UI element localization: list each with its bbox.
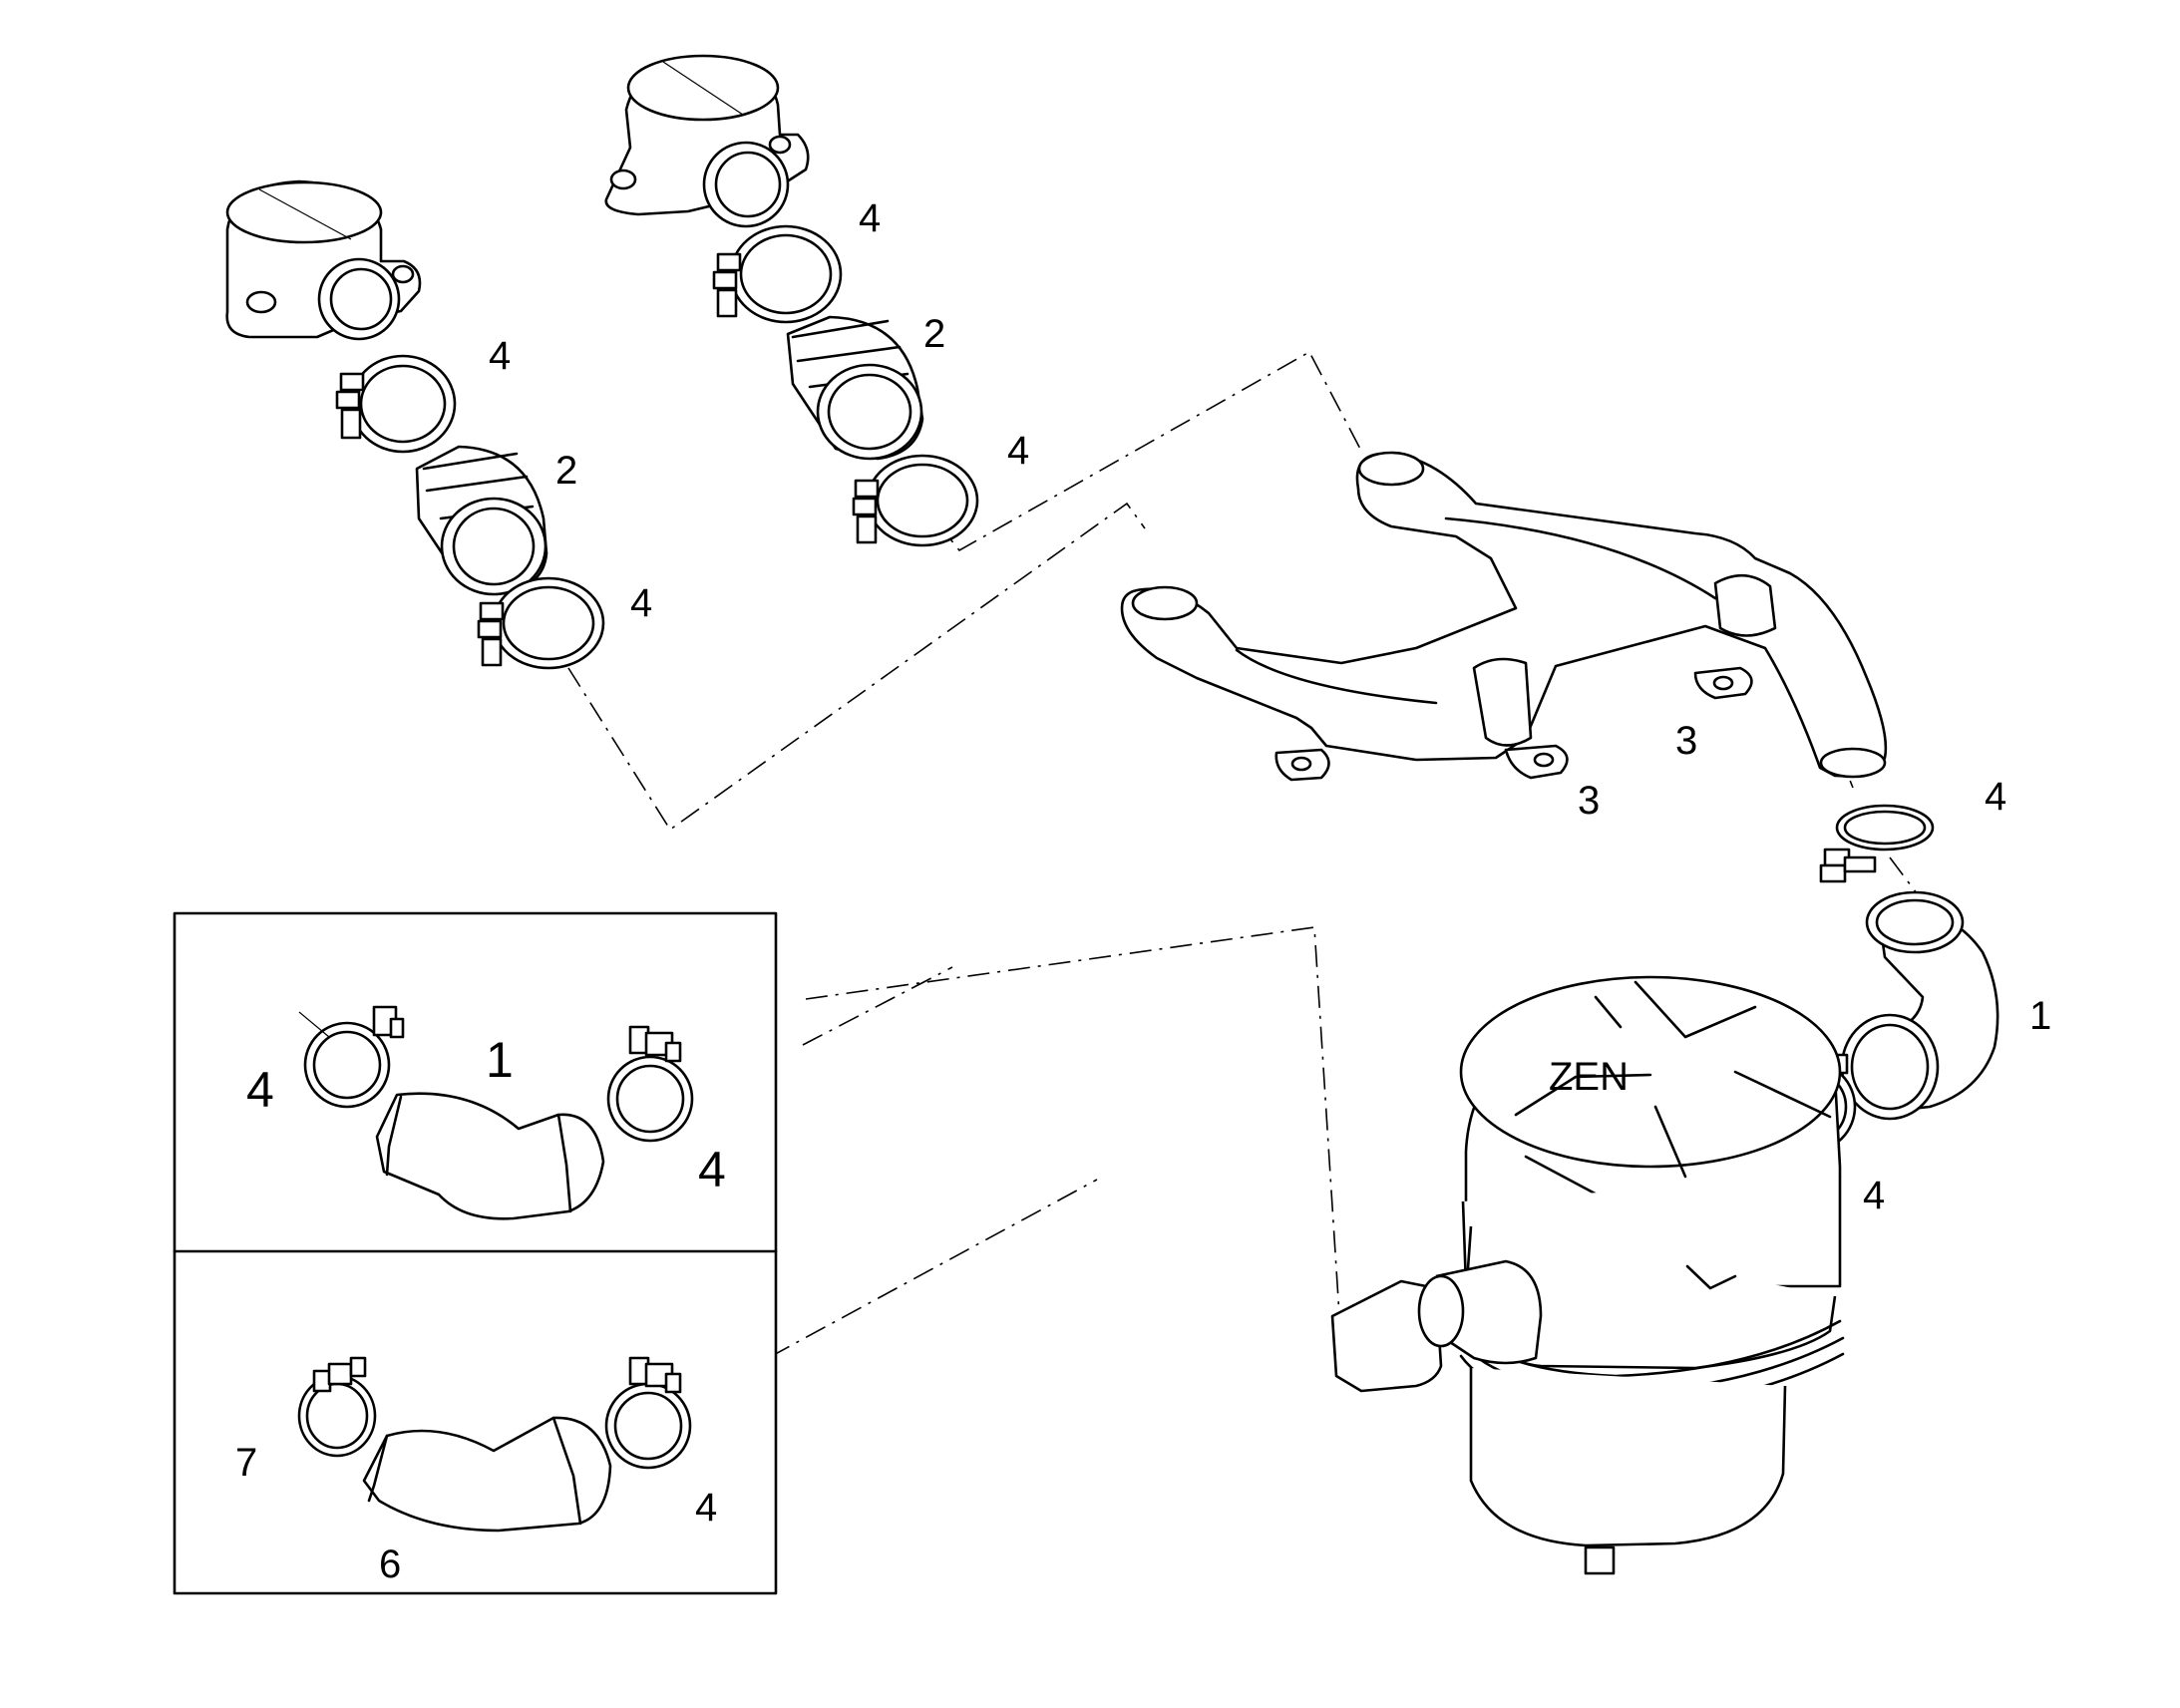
callouts: 4 4 2 4 2 4 4 3 3 4 1 4 1 4 4 7 6 (235, 196, 2051, 1586)
callout-inset-clamp-lower-right: 4 (695, 1486, 717, 1530)
callout-bracket-left: 3 (1578, 779, 1600, 823)
hose-clamp-right-upper (1819, 804, 1935, 883)
inset-hose-clamp-lower-right (604, 1356, 692, 1470)
callout-clamp-left-lower: 4 (630, 581, 652, 625)
inset-hose-clamp-lower-left (297, 1356, 377, 1458)
callout-clamp-right-upper: 4 (1985, 775, 2006, 819)
callout-clamp-mid-lower: 4 (1007, 429, 1029, 473)
air-filter-housing: ZEN (1330, 975, 1845, 1575)
callout-clamp-left-upper: 4 (489, 334, 511, 378)
callout-inset-clamp-upper-left: 4 (246, 1062, 274, 1118)
hose-clamp-left-lower (477, 576, 605, 670)
inset-elbow-hose-upper (375, 1092, 605, 1220)
callout-bracket-right: 3 (1675, 719, 1697, 763)
inset-hose-clamp-upper-left (298, 1005, 405, 1109)
hose-clamp-mid-lower (852, 454, 979, 547)
callout-sleeve-left: 2 (555, 449, 577, 493)
elbow-hose-right (1840, 890, 1999, 1121)
coupling-sleeve-left (415, 445, 548, 596)
coupling-sleeve-mid (786, 315, 924, 461)
callout-inset-clamp-upper-right: 4 (698, 1142, 726, 1197)
callout-clamp-mid-upper: 4 (859, 196, 881, 240)
y-pipe-intake (1120, 451, 1888, 782)
callout-inset-clamp-lower-left: 7 (235, 1441, 257, 1485)
hose-clamp-left-upper (335, 354, 457, 454)
filter-marking: ZEN (1549, 1055, 1629, 1099)
callout-inset-elbow-lower: 6 (379, 1542, 401, 1586)
callout-clamp-right-lower: 4 (1863, 1174, 1885, 1217)
callout-inset-elbow-upper: 1 (486, 1032, 514, 1088)
callout-sleeve-mid: 2 (923, 312, 945, 356)
inset-hose-clamp-upper-right (606, 1025, 694, 1143)
turbo-outlet-left (225, 179, 422, 341)
turbo-outlet-right (604, 54, 810, 228)
hose-clamp-mid-upper (712, 224, 843, 324)
callout-elbow-hose-right: 1 (2029, 994, 2051, 1038)
inset-elbow-hose-lower (362, 1416, 612, 1533)
